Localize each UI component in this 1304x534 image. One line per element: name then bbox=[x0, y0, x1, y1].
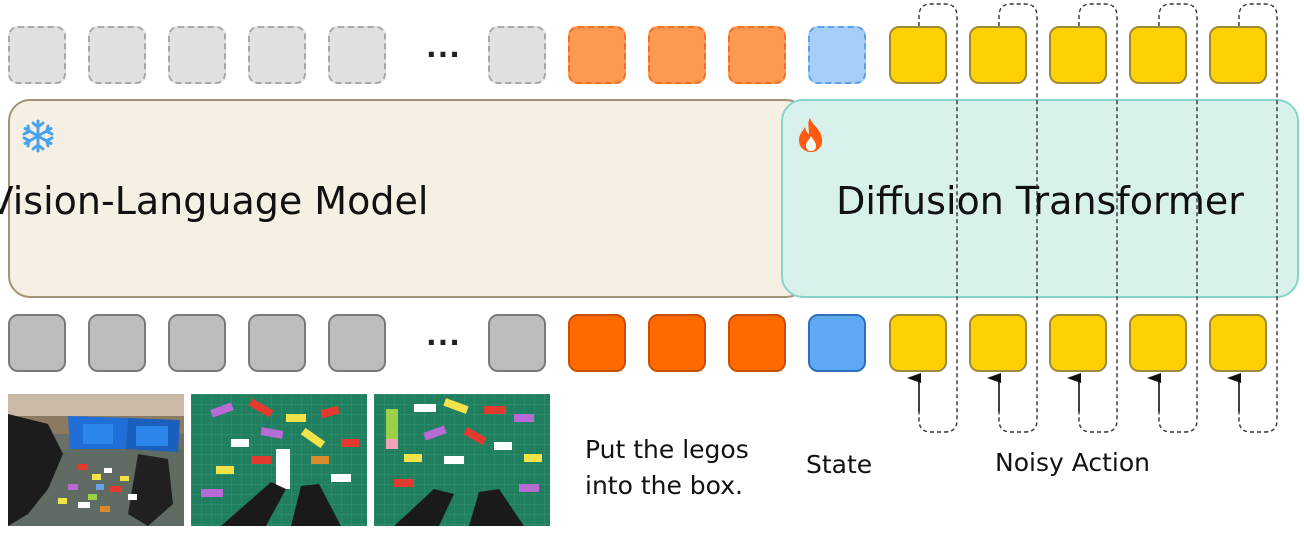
action-output-token bbox=[969, 26, 1027, 84]
text-input-token bbox=[648, 314, 706, 372]
action-input-token bbox=[889, 314, 947, 372]
instruction-line: Put the legos bbox=[585, 435, 749, 464]
image-output-token bbox=[248, 26, 306, 84]
flame-icon bbox=[799, 118, 823, 152]
snowflake-icon bbox=[22, 119, 54, 153]
instruction-text: Put the legos into the box. bbox=[585, 432, 749, 504]
action-output-token bbox=[889, 26, 947, 84]
state-input-token bbox=[808, 314, 866, 372]
image-output-token bbox=[488, 26, 546, 84]
loop-path bbox=[918, 3, 958, 433]
ellipsis: ... bbox=[426, 319, 461, 352]
diffusion-transformer-title: Diffusion Transformer bbox=[836, 178, 1244, 223]
noisy-action-label: Noisy Action bbox=[995, 448, 1151, 477]
image-output-token bbox=[8, 26, 66, 84]
action-output-token bbox=[1209, 26, 1267, 84]
text-output-token bbox=[728, 26, 786, 84]
state-output-token bbox=[808, 26, 866, 84]
image-input-token bbox=[88, 314, 146, 372]
loop-path bbox=[1078, 3, 1118, 433]
wrist-view-image-right bbox=[374, 394, 550, 526]
action-input-token bbox=[1209, 314, 1267, 372]
loop-path bbox=[1158, 3, 1198, 433]
action-input-token bbox=[1129, 314, 1187, 372]
image-output-token bbox=[168, 26, 226, 84]
state-label: State bbox=[806, 450, 873, 479]
image-input-token bbox=[328, 314, 386, 372]
action-input-token bbox=[1049, 314, 1107, 372]
instruction-line: into the box. bbox=[585, 471, 743, 500]
action-output-token bbox=[1129, 26, 1187, 84]
loop-path bbox=[998, 3, 1038, 433]
third-person-view-image bbox=[8, 394, 184, 526]
image-input-token bbox=[8, 314, 66, 372]
wrist-view-image-left bbox=[191, 394, 367, 526]
vision-language-model-title: Vision-Language Model bbox=[0, 178, 429, 223]
image-output-token bbox=[328, 26, 386, 84]
action-output-token bbox=[1049, 26, 1107, 84]
text-input-token bbox=[728, 314, 786, 372]
action-input-token bbox=[969, 314, 1027, 372]
text-output-token bbox=[568, 26, 626, 84]
diffusion-transformer-box: Diffusion Transformer bbox=[781, 99, 1299, 298]
image-input-token bbox=[248, 314, 306, 372]
image-input-token bbox=[168, 314, 226, 372]
image-output-token bbox=[88, 26, 146, 84]
image-input-token bbox=[488, 314, 546, 372]
vision-language-model-box: Vision-Language Model bbox=[0, 99, 808, 298]
text-output-token bbox=[648, 26, 706, 84]
text-input-token bbox=[568, 314, 626, 372]
ellipsis: ... bbox=[426, 31, 461, 64]
loop-path bbox=[1238, 3, 1278, 433]
